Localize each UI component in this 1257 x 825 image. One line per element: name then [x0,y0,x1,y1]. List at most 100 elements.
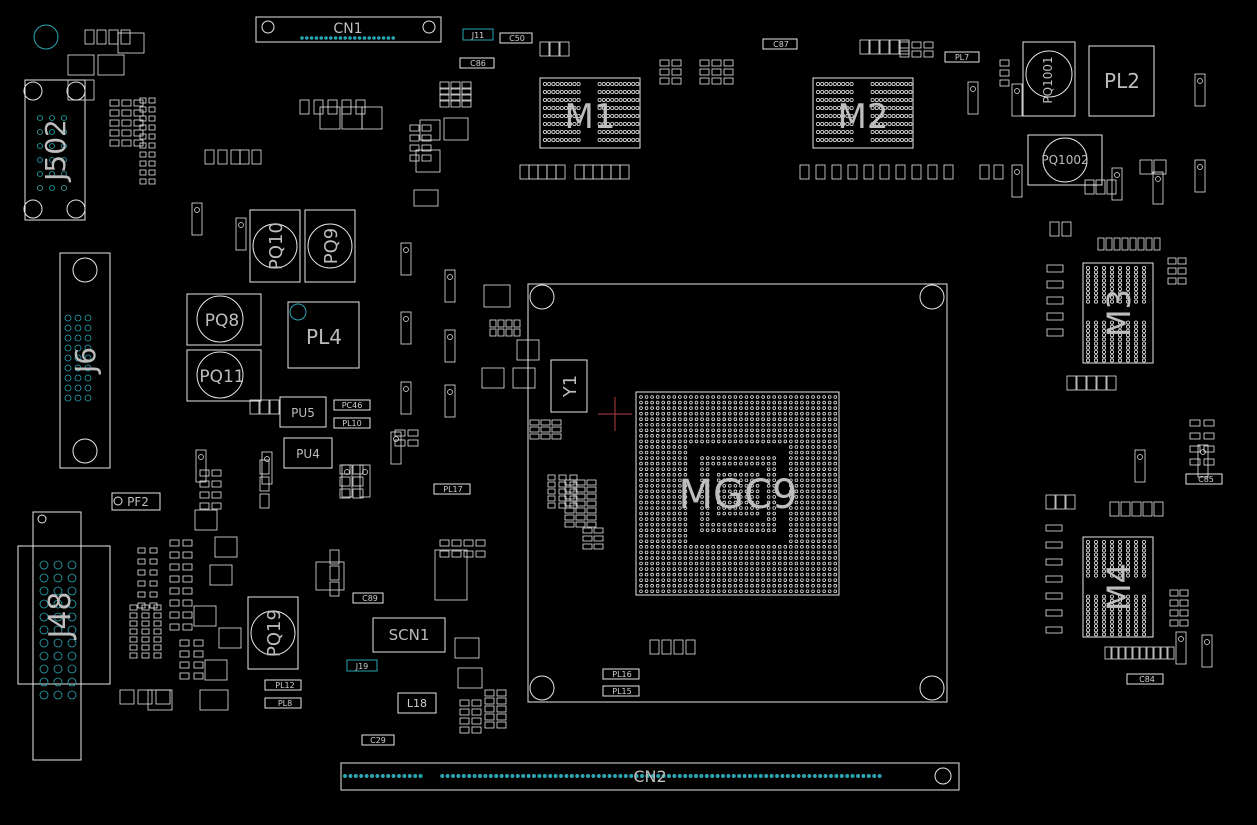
connector-j6-label: J6 [69,347,102,375]
ball [1142,540,1147,545]
ball [650,428,654,433]
ball [832,129,837,134]
ic-pu4-label: PU4 [296,447,320,461]
ball [1126,328,1131,333]
smd-pad [1179,599,1189,607]
ball [794,406,799,410]
ball [816,539,821,544]
ball [644,528,649,532]
connector-j502-label: J502 [39,119,72,183]
ball [722,395,727,399]
ball [661,539,665,544]
smd-pad [1105,237,1113,251]
ball [606,137,611,142]
ball [564,98,569,103]
ball [1142,565,1147,570]
chip-m3-label: M3 [1100,289,1138,337]
smd-pad [211,502,222,510]
ball [772,572,776,577]
smd-pad [450,93,461,102]
smd-pad [390,431,402,465]
ball [559,98,564,103]
ball [1094,354,1099,359]
ball [805,572,810,577]
ball [1110,345,1115,350]
ball [1094,556,1099,561]
smd-pad [505,319,513,328]
smd-pad [137,547,146,554]
ball [822,517,826,521]
ball [900,137,905,142]
ball [800,545,804,549]
ball [1118,611,1123,616]
ball [1142,556,1147,561]
smd-pad [153,628,162,635]
part-pl7: PL7 [944,51,980,63]
ball [683,550,688,555]
ball [639,483,643,488]
ball [700,467,704,471]
ball [794,495,799,499]
ball [606,122,611,127]
ball [827,417,832,422]
ball [53,560,63,570]
smd-pad [149,558,158,565]
ball [811,483,815,488]
ball [689,561,693,566]
pin [667,774,671,778]
ball [1110,552,1115,557]
smd-pad [147,689,173,711]
crystal-y1: Y1 [550,359,588,413]
ball [650,556,654,560]
ball [1118,278,1123,283]
ball [551,114,556,119]
ball [551,98,556,103]
ball [655,461,660,466]
ball [700,578,704,582]
smd-pad [1095,179,1106,195]
smd-pad [459,717,470,725]
ball [811,434,815,438]
ball [576,82,581,87]
ball [1118,270,1123,275]
ball [822,495,826,499]
ball [644,506,649,510]
ball [722,400,727,405]
ball [631,90,636,95]
ball [683,395,688,399]
ball [644,472,649,477]
ball [678,434,682,438]
ball [761,406,765,410]
ball [816,445,821,449]
ball [711,411,715,416]
ball [800,483,804,488]
smd-pad [540,419,551,426]
part-pl15: PL15 [602,685,640,697]
ball [683,506,688,510]
ball [833,550,838,555]
ball [53,625,63,635]
ball [1102,354,1107,359]
ball [800,461,804,466]
ball [1102,603,1107,608]
ball [908,90,913,95]
ball [722,589,727,594]
ball [661,578,665,582]
ball [678,567,682,571]
ball [789,472,793,477]
ball [644,517,649,521]
smd-pad [540,433,551,440]
ball [64,324,72,332]
ball [789,589,793,594]
smd-pad [586,521,597,528]
pin [634,774,639,778]
ball [1094,565,1099,570]
ball [650,434,654,438]
ball [811,428,815,433]
ball [841,82,846,87]
ball [672,517,677,521]
ball [891,122,896,127]
ball [1094,573,1099,578]
ball [661,511,665,516]
ball [1086,270,1091,275]
